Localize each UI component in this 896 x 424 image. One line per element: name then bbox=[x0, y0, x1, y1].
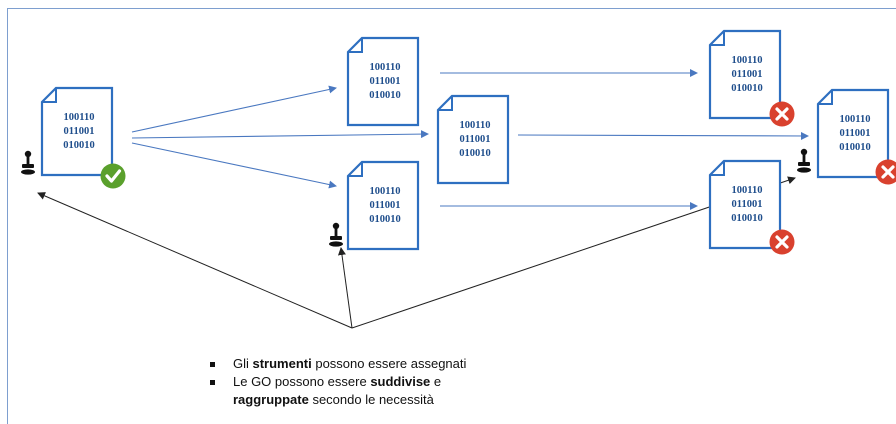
document-1: 100110 011001 010010 bbox=[21, 86, 126, 189]
callout-arrow-to-stamp-1 bbox=[37, 192, 353, 329]
document-icon bbox=[436, 94, 510, 185]
bullet-item: raggruppate secondo le necessità bbox=[233, 392, 434, 407]
binary-line: 100110 bbox=[732, 55, 763, 66]
document-icon bbox=[346, 160, 420, 251]
binary-line: 010010 bbox=[63, 140, 95, 151]
binary-line: 100110 bbox=[64, 112, 95, 123]
binary-line: 011001 bbox=[732, 69, 763, 80]
flow-arrows bbox=[131, 69, 809, 210]
binary-line: 100110 bbox=[460, 120, 491, 131]
cross-icon bbox=[769, 229, 795, 255]
document-icon bbox=[40, 86, 114, 177]
document-7: 100110 011001 010010 bbox=[797, 88, 896, 185]
binary-line: 011001 bbox=[840, 128, 871, 139]
document-icon bbox=[708, 29, 782, 120]
stamp-icon bbox=[329, 222, 343, 247]
bullet-item: Le GO possono essere suddivise e bbox=[207, 373, 466, 391]
arrow-doc3-to-doc7 bbox=[517, 131, 809, 140]
binary-line: 011001 bbox=[460, 134, 491, 145]
binary-line: 100110 bbox=[370, 62, 401, 73]
binary-line: 011001 bbox=[732, 199, 763, 210]
binary-line: 100110 bbox=[370, 186, 401, 197]
binary-line: 010010 bbox=[369, 214, 401, 225]
document-2: 100110 011001 010010 bbox=[346, 36, 420, 127]
bullet-item: Gli strumenti possono essere assegnati bbox=[207, 355, 466, 373]
arrow-doc1-to-doc4 bbox=[131, 142, 337, 189]
document-6: 100110 011001 010010 bbox=[708, 159, 795, 255]
binary-line: 010010 bbox=[369, 90, 401, 101]
stamp-icon bbox=[21, 150, 35, 175]
binary-line: 010010 bbox=[731, 213, 763, 224]
binary-line: 100110 bbox=[840, 114, 871, 125]
document-5: 100110 011001 010010 bbox=[708, 29, 795, 127]
document-icon bbox=[708, 159, 782, 250]
cross-icon bbox=[875, 159, 896, 185]
callout-arrow-to-stamp-2 bbox=[337, 247, 353, 329]
stamp-icon bbox=[797, 148, 811, 173]
binary-line: 100110 bbox=[732, 185, 763, 196]
document-icon bbox=[816, 88, 890, 179]
slide-frame bbox=[7, 8, 896, 424]
arrow-doc1-to-doc3 bbox=[131, 130, 429, 139]
binary-line: 011001 bbox=[370, 200, 401, 211]
document-4: 100110 011001 010010 bbox=[329, 160, 420, 251]
binary-line: 010010 bbox=[459, 148, 491, 159]
binary-line: 011001 bbox=[64, 126, 95, 137]
arrow-doc1-to-doc2 bbox=[131, 85, 337, 133]
document-3: 100110 011001 010010 bbox=[436, 94, 510, 185]
document-icon bbox=[346, 36, 420, 127]
cross-icon bbox=[769, 101, 795, 127]
check-icon bbox=[100, 163, 126, 189]
binary-line: 010010 bbox=[839, 142, 871, 153]
binary-line: 011001 bbox=[370, 76, 401, 87]
binary-line: 010010 bbox=[731, 83, 763, 94]
